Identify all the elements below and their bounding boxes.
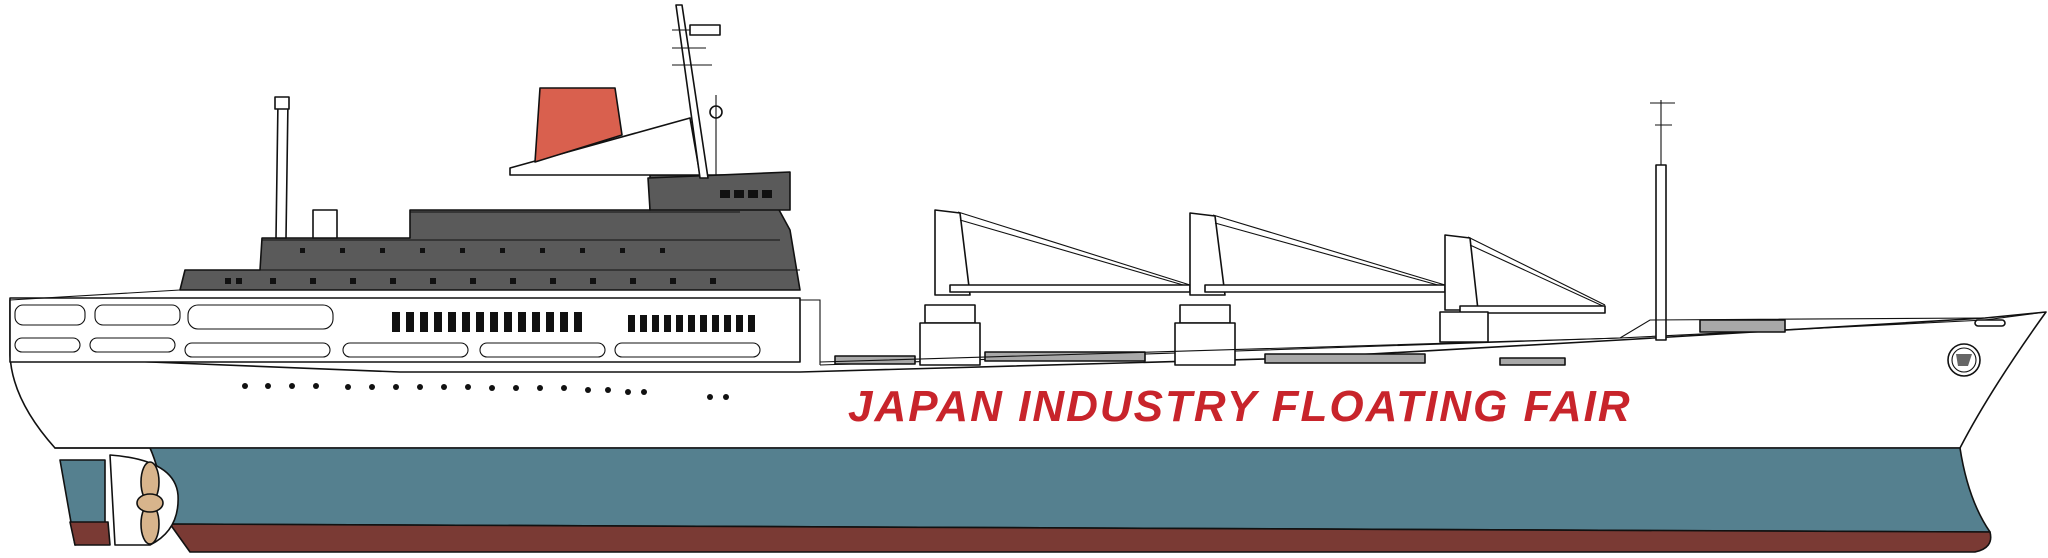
bridge: [647, 171, 791, 211]
stern-skeg-bottom: [69, 521, 111, 546]
crane-2: [1174, 212, 1446, 366]
funnel-top: [534, 87, 623, 163]
crane-1: [919, 209, 1191, 366]
hull-waterline-band: [54, 447, 1991, 533]
portholes-upper: [225, 248, 716, 284]
cranes: [919, 209, 1606, 366]
promenade-deck: [9, 297, 801, 363]
lifeboats: [14, 304, 761, 358]
bow-emblem-icon: [1947, 343, 1981, 377]
hull-portholes: [242, 383, 729, 400]
bridge-windows: [720, 190, 772, 198]
hatch-covers: [834, 319, 1786, 366]
masts: [274, 4, 1675, 341]
bow-hawse-slot: [1974, 319, 2006, 327]
promenade-windows: [392, 312, 755, 332]
superstructure: [9, 171, 801, 400]
hull: [9, 299, 2047, 553]
crane-3: [1439, 234, 1606, 343]
hull-boot-top: [169, 523, 1992, 553]
hull-lettering: JAPAN INDUSTRY FLOATING FAIR: [848, 382, 1632, 431]
propeller: [136, 461, 164, 545]
funnel: [509, 87, 701, 176]
